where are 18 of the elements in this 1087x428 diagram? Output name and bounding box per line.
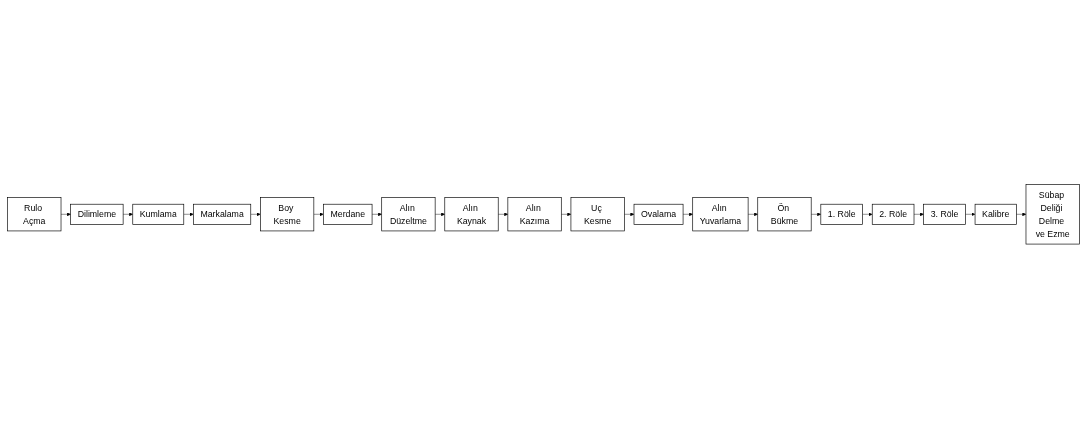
node-box: 3. Röle <box>923 203 966 225</box>
node-box: Alın Yuvarlama <box>692 197 749 231</box>
node-box: Uç Kesme <box>570 197 625 231</box>
node-box: 2. Röle <box>871 203 915 225</box>
node-box: Sübap Deliği Delme ve Ezme <box>1025 183 1080 245</box>
node-box: Alın Düzeltme <box>381 197 436 231</box>
node-box: Rulo Açma <box>7 197 62 231</box>
node-box: Markalama <box>193 203 252 225</box>
node-box: Merdane <box>323 203 373 225</box>
node-box: Ön Bükme <box>757 197 812 231</box>
node-box: Ovalama <box>633 203 684 225</box>
node-box: Boy Kesme <box>260 197 315 231</box>
node-box: Dilimleme <box>70 203 124 225</box>
node-box: Kumlama <box>132 203 185 225</box>
node-box: 1. Röle <box>820 203 863 225</box>
node-box: Alın Kazıma <box>507 197 562 231</box>
node-box: Kalibre <box>974 203 1017 225</box>
node-box: Alın Kaynak <box>444 197 499 231</box>
